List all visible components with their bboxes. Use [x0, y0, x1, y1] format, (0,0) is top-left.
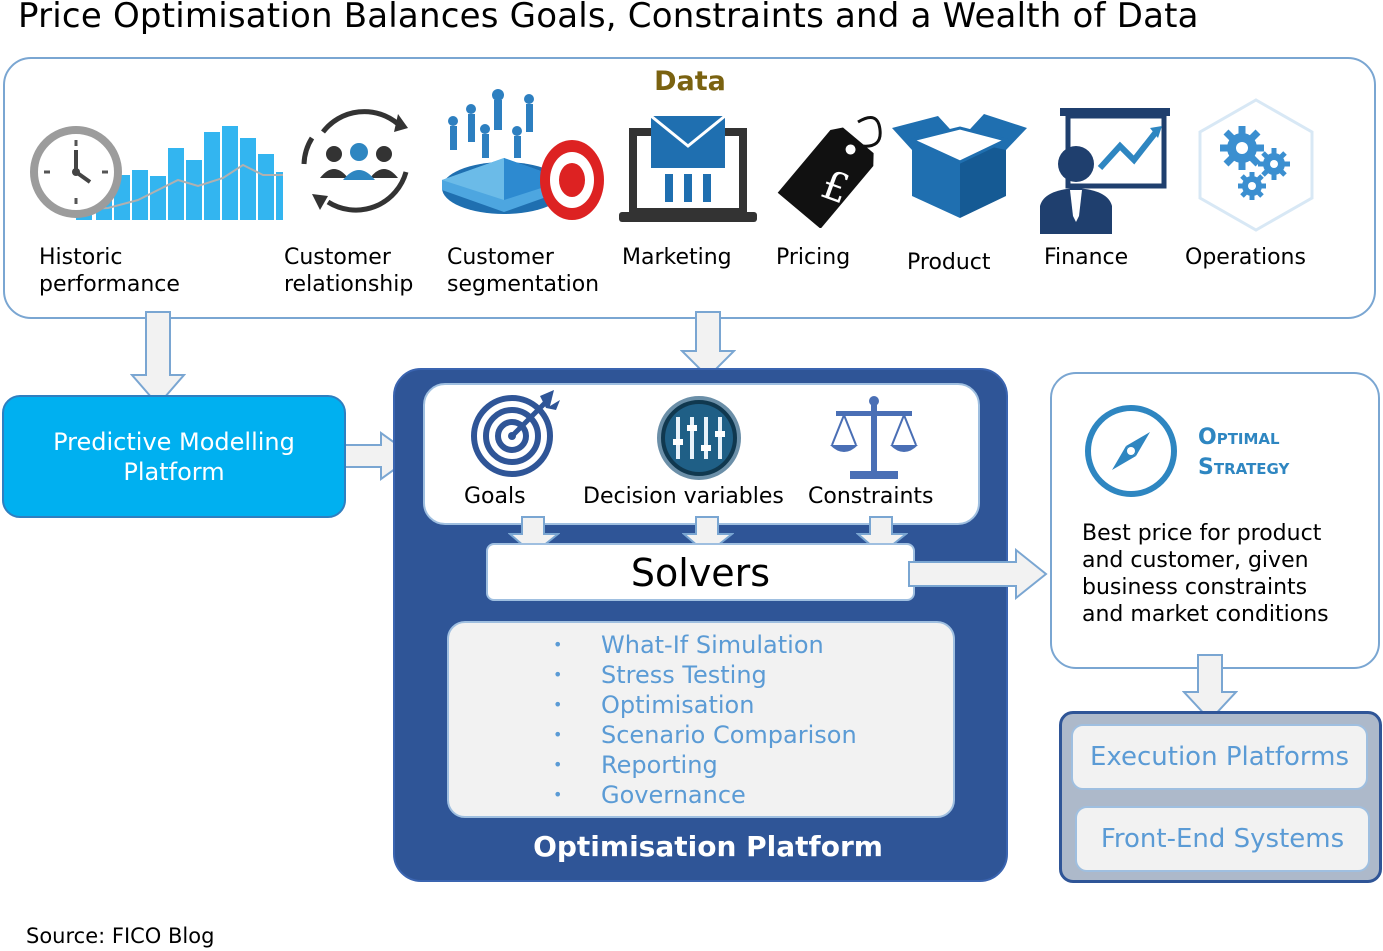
gears-icon [1198, 98, 1314, 232]
segmentation-target-icon [442, 89, 604, 220]
source-label-product: Product [907, 250, 991, 275]
source-note: Source: FICO Blog [26, 924, 215, 948]
box-icon [892, 114, 1027, 218]
optimal-strategy-panel [1050, 372, 1380, 669]
optimisation-platform-label: Optimisation Platform [533, 830, 883, 863]
arrow-data-to-optimisation [680, 311, 736, 379]
source-label-pricing: Pricing [776, 245, 851, 270]
page-title: Price Optimisation Balances Goals, Const… [18, 0, 1199, 36]
execution-platforms-box: Execution Platforms [1071, 724, 1368, 790]
presenter-chart-icon [1040, 108, 1170, 234]
data-heading: Data [654, 66, 726, 97]
data-sources-panel [3, 57, 1376, 319]
clock-barchart-icon [30, 126, 283, 220]
scales-icon [830, 396, 918, 479]
source-label-operations: Operations [1185, 245, 1306, 270]
laptop-mail-icon [619, 114, 757, 222]
sliders-icon [657, 396, 741, 480]
input-label-decision-variables: Decision variables [583, 484, 784, 509]
compass-icon [1085, 405, 1177, 497]
input-label-constraints: Constraints [808, 484, 934, 509]
front-end-systems-box: Front-End Systems [1075, 806, 1370, 872]
capabilities-list: •What-If Simulation •Stress Testing •Opt… [447, 621, 955, 818]
price-tag-icon: £ [777, 116, 882, 228]
source-label-finance: Finance [1044, 245, 1129, 270]
arrow-solvers-to-strategy [908, 548, 1048, 600]
input-label-goals: Goals [464, 484, 526, 509]
arrow-strategy-to-execution [1182, 654, 1238, 722]
customer-cycle-icon [301, 109, 409, 213]
source-label-marketing: Marketing [622, 245, 732, 270]
solvers-box: Solvers [486, 543, 915, 601]
target-icon [471, 390, 560, 477]
arrow-data-to-predictive [130, 311, 186, 407]
